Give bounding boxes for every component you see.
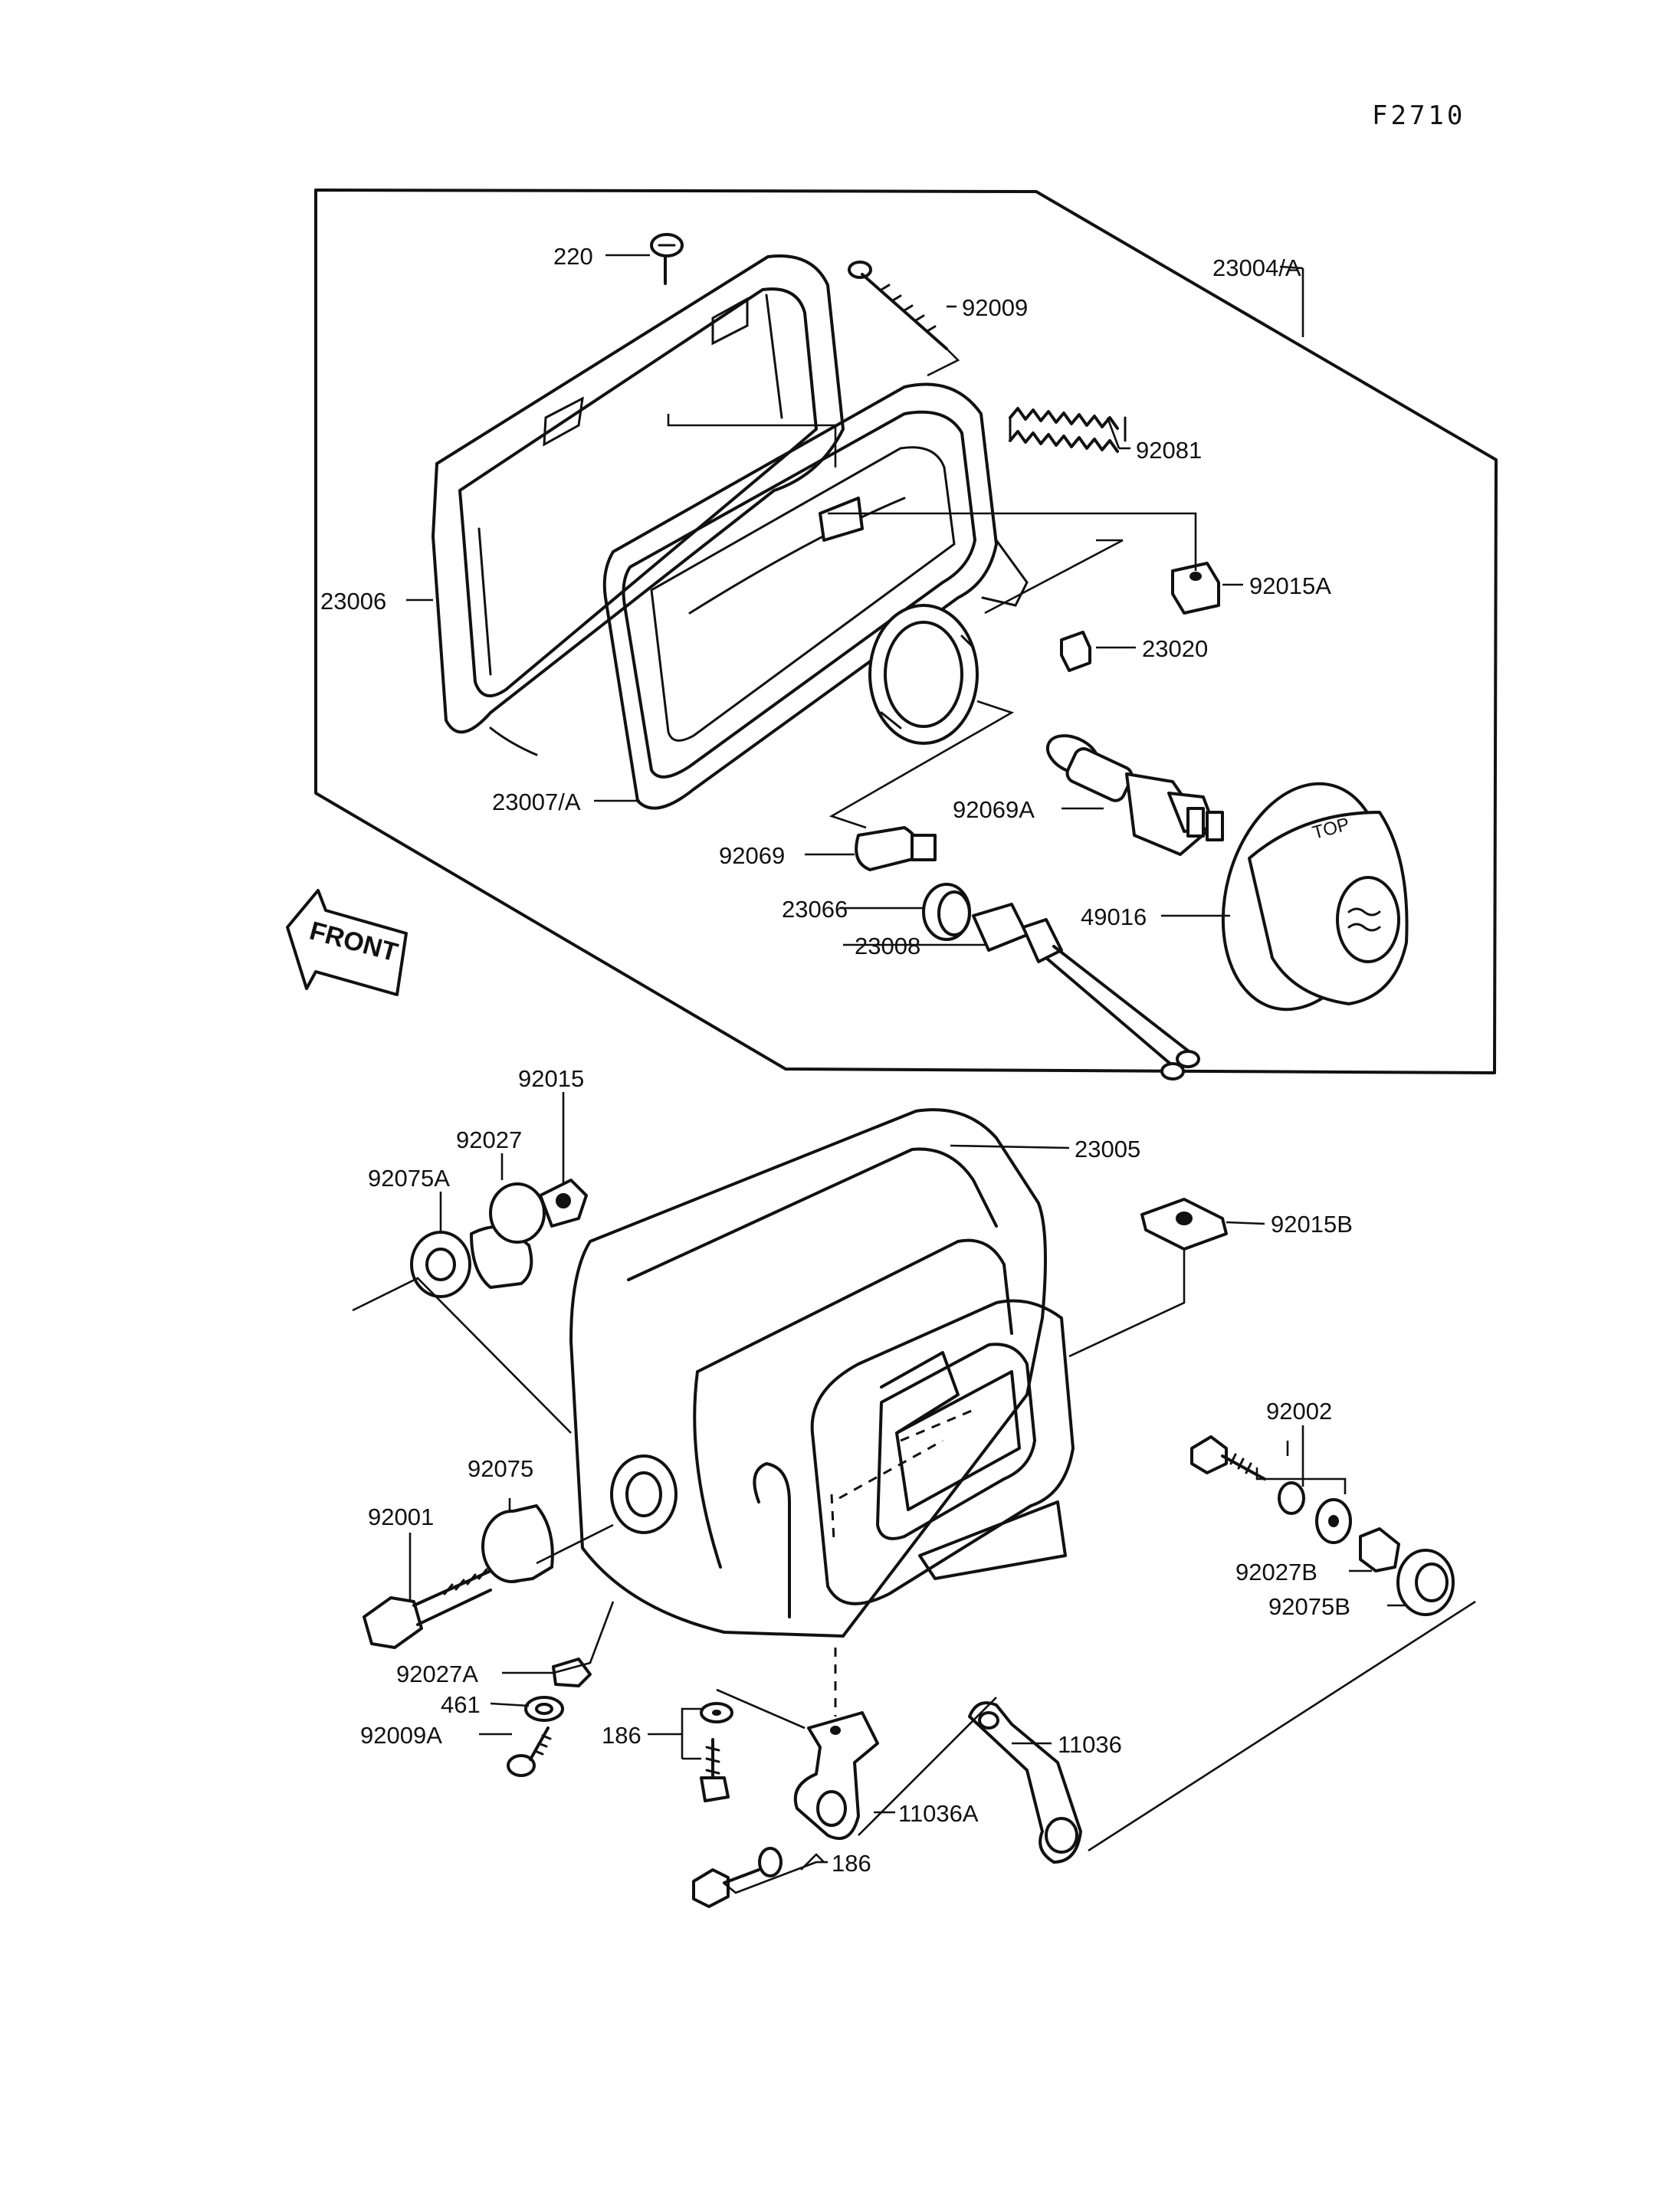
label-92075: 92075 [468, 1455, 533, 1482]
label-11036: 11036 [1058, 1731, 1122, 1758]
retaining-clip [819, 497, 864, 542]
rim-23006 [431, 254, 845, 756]
label-23020: 23020 [1142, 635, 1208, 662]
label-92027: 92027 [456, 1126, 522, 1153]
label-23004a: 23004/A [1212, 254, 1301, 281]
adjuster-screw-92009 [848, 261, 948, 350]
bracket-11036a [793, 1711, 879, 1840]
bolt-186b [692, 1847, 783, 1908]
label-92069a: 92069A [953, 796, 1035, 823]
label-92027b: 92027B [1235, 1559, 1317, 1585]
nut-92015a [1171, 562, 1220, 615]
label-92075b: 92075B [1268, 1593, 1350, 1620]
label-92081: 92081 [1136, 437, 1202, 464]
label-92015a: 92015A [1249, 572, 1331, 599]
front-arrow: FRONT [286, 889, 408, 996]
nut-23020 [1060, 631, 1091, 672]
housing-23005 [569, 1108, 1075, 1638]
stack-right [1190, 1435, 1455, 1616]
label-23008: 23008 [855, 933, 920, 959]
bolt-92001 [363, 1568, 492, 1649]
leader-lines-lower [352, 1092, 1476, 1894]
stack-bottom-left [507, 1658, 592, 1777]
clip-nut-92015b [1140, 1198, 1228, 1251]
assembly-boundary [314, 189, 1498, 1074]
label-92009a: 92009A [360, 1722, 442, 1749]
label-220: 220 [553, 243, 593, 270]
figure-code: F2710 [1372, 100, 1465, 131]
label-92015: 92015 [518, 1065, 584, 1092]
cap-49016: TOP [1221, 782, 1409, 1012]
label-92009: 92009 [962, 294, 1028, 321]
lens-unit-23007a [602, 382, 1029, 810]
label-23005: 23005 [1075, 1136, 1140, 1162]
label-92015b: 92015B [1271, 1211, 1353, 1238]
label-23007a: 23007/A [492, 789, 581, 815]
part-labels: 220 92009 23004/A 92081 92015A 23006 230… [320, 243, 1353, 1877]
label-186-upper: 186 [602, 1722, 641, 1749]
grommet-23066 [922, 883, 971, 941]
socket-ring [868, 604, 979, 745]
screw-220 [650, 233, 684, 285]
bolt-186a [700, 1702, 733, 1802]
label-186-lower: 186 [832, 1850, 871, 1877]
spring-92081 [1009, 407, 1127, 453]
leader-lines-upper [406, 254, 1304, 946]
socket-23008 [972, 903, 1200, 1080]
label-461: 461 [441, 1691, 481, 1718]
label-11036a: 11036A [898, 1800, 979, 1827]
label-92027a: 92027A [396, 1661, 478, 1687]
label-23006: 23006 [320, 588, 386, 615]
label-92069: 92069 [719, 842, 785, 869]
label-92075a: 92075A [368, 1165, 450, 1192]
label-23066: 23066 [782, 896, 848, 923]
bulb-92069a [1045, 734, 1224, 856]
bulb-92069 [855, 826, 937, 871]
label-49016: 49016 [1081, 903, 1147, 930]
label-92001: 92001 [368, 1503, 434, 1530]
stack-left-top [410, 1179, 588, 1298]
label-92002: 92002 [1266, 1398, 1332, 1425]
bushing-92075 [481, 1504, 554, 1583]
bracket-11036 [968, 1701, 1082, 1864]
